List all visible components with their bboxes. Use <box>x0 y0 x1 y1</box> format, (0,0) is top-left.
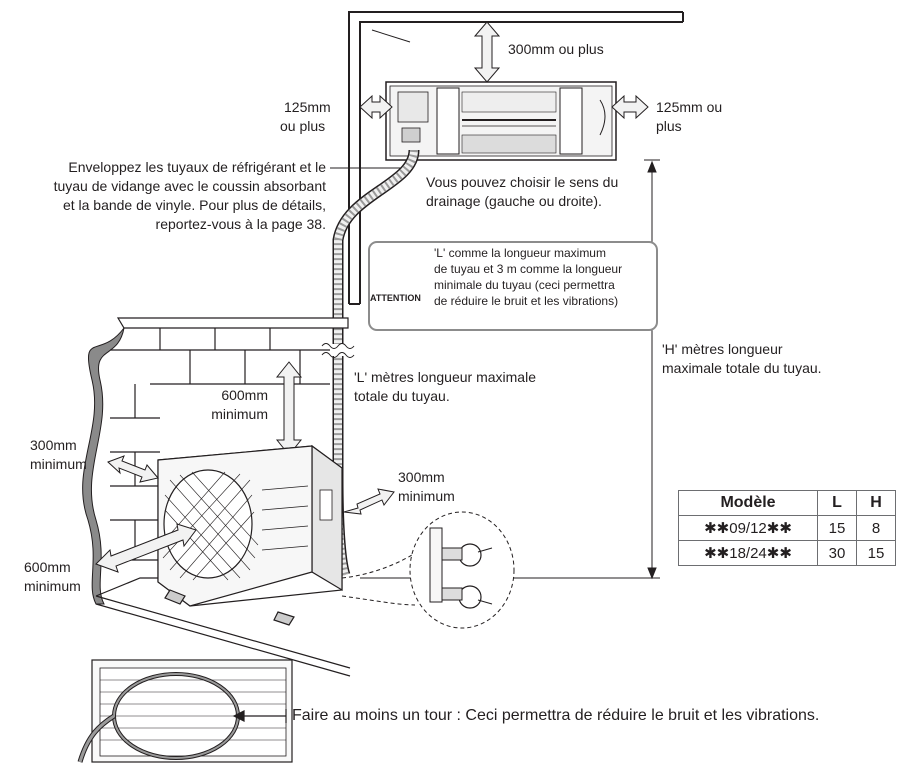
pipe-length-table: Modèle L H ✱✱09/12✱✱ 15 8 ✱✱18/24✱✱ 30 1… <box>678 490 896 566</box>
h-note: 'H' mètres longueur maximale totale du t… <box>662 341 822 376</box>
cell-h: 15 <box>856 540 896 566</box>
outdoor-left-clearance-label: 300mm minimum <box>30 437 87 472</box>
header-h: H <box>856 490 896 516</box>
outdoor-front-clearance-label: 600mm minimum <box>24 559 81 594</box>
header-model: Modèle <box>678 490 818 516</box>
loop-pointer-arrow <box>232 709 287 723</box>
cell-model: ✱✱09/12✱✱ <box>678 515 818 541</box>
left-clearance-label-1: 125mm <box>284 99 331 115</box>
right-clearance-label-2: plus <box>656 118 682 134</box>
outdoor-wall <box>82 317 349 605</box>
outdoor-right-clearance-arrow <box>343 488 395 515</box>
table-header-row: Modèle L H <box>678 490 896 516</box>
table-row: ✱✱18/24✱✱ 30 15 <box>678 540 896 566</box>
outdoor-top-clearance-label: 600mm minimum <box>211 387 268 422</box>
right-clearance-label-1: 125mm ou <box>656 99 723 115</box>
outdoor-unit-rear <box>77 659 293 763</box>
table-row: ✱✱09/12✱✱ 15 8 <box>678 515 896 541</box>
cell-l: 30 <box>817 540 857 566</box>
valve-detail <box>341 511 515 629</box>
outdoor-front-clearance-arrow <box>95 523 197 573</box>
top-clearance-label: 300mm ou plus <box>508 41 604 57</box>
loop-note: Faire au moins un tour : Ceci permettra … <box>292 707 820 724</box>
outdoor-left-clearance-arrow <box>107 455 159 483</box>
drain-note: Vous pouvez choisir le sens du drainage … <box>426 174 619 209</box>
wrap-note: Enveloppez les tuyaux de réfrigérant et … <box>53 159 326 232</box>
left-clearance-arrow <box>359 94 393 120</box>
pipe-break-marks <box>321 343 355 358</box>
attention-label: ATTENTION <box>370 293 421 303</box>
left-clearance-label-2: ou plus <box>280 118 326 134</box>
l-note: 'L' mètres longueur maximale totale du t… <box>354 369 536 404</box>
header-l: L <box>817 490 857 516</box>
attention-text: 'L' comme la longueur maximum de tuyau e… <box>434 246 623 308</box>
right-clearance-arrow <box>611 94 649 120</box>
top-clearance-arrow <box>473 21 501 83</box>
outdoor-right-clearance-label: 300mm minimum <box>398 469 455 504</box>
outdoor-unit <box>157 444 343 626</box>
cell-l: 15 <box>817 515 857 541</box>
attention-box <box>368 241 658 331</box>
cell-h: 8 <box>856 515 896 541</box>
outdoor-top-clearance-arrow <box>275 361 303 456</box>
cell-model: ✱✱18/24✱✱ <box>678 540 818 566</box>
indoor-unit <box>385 81 617 161</box>
